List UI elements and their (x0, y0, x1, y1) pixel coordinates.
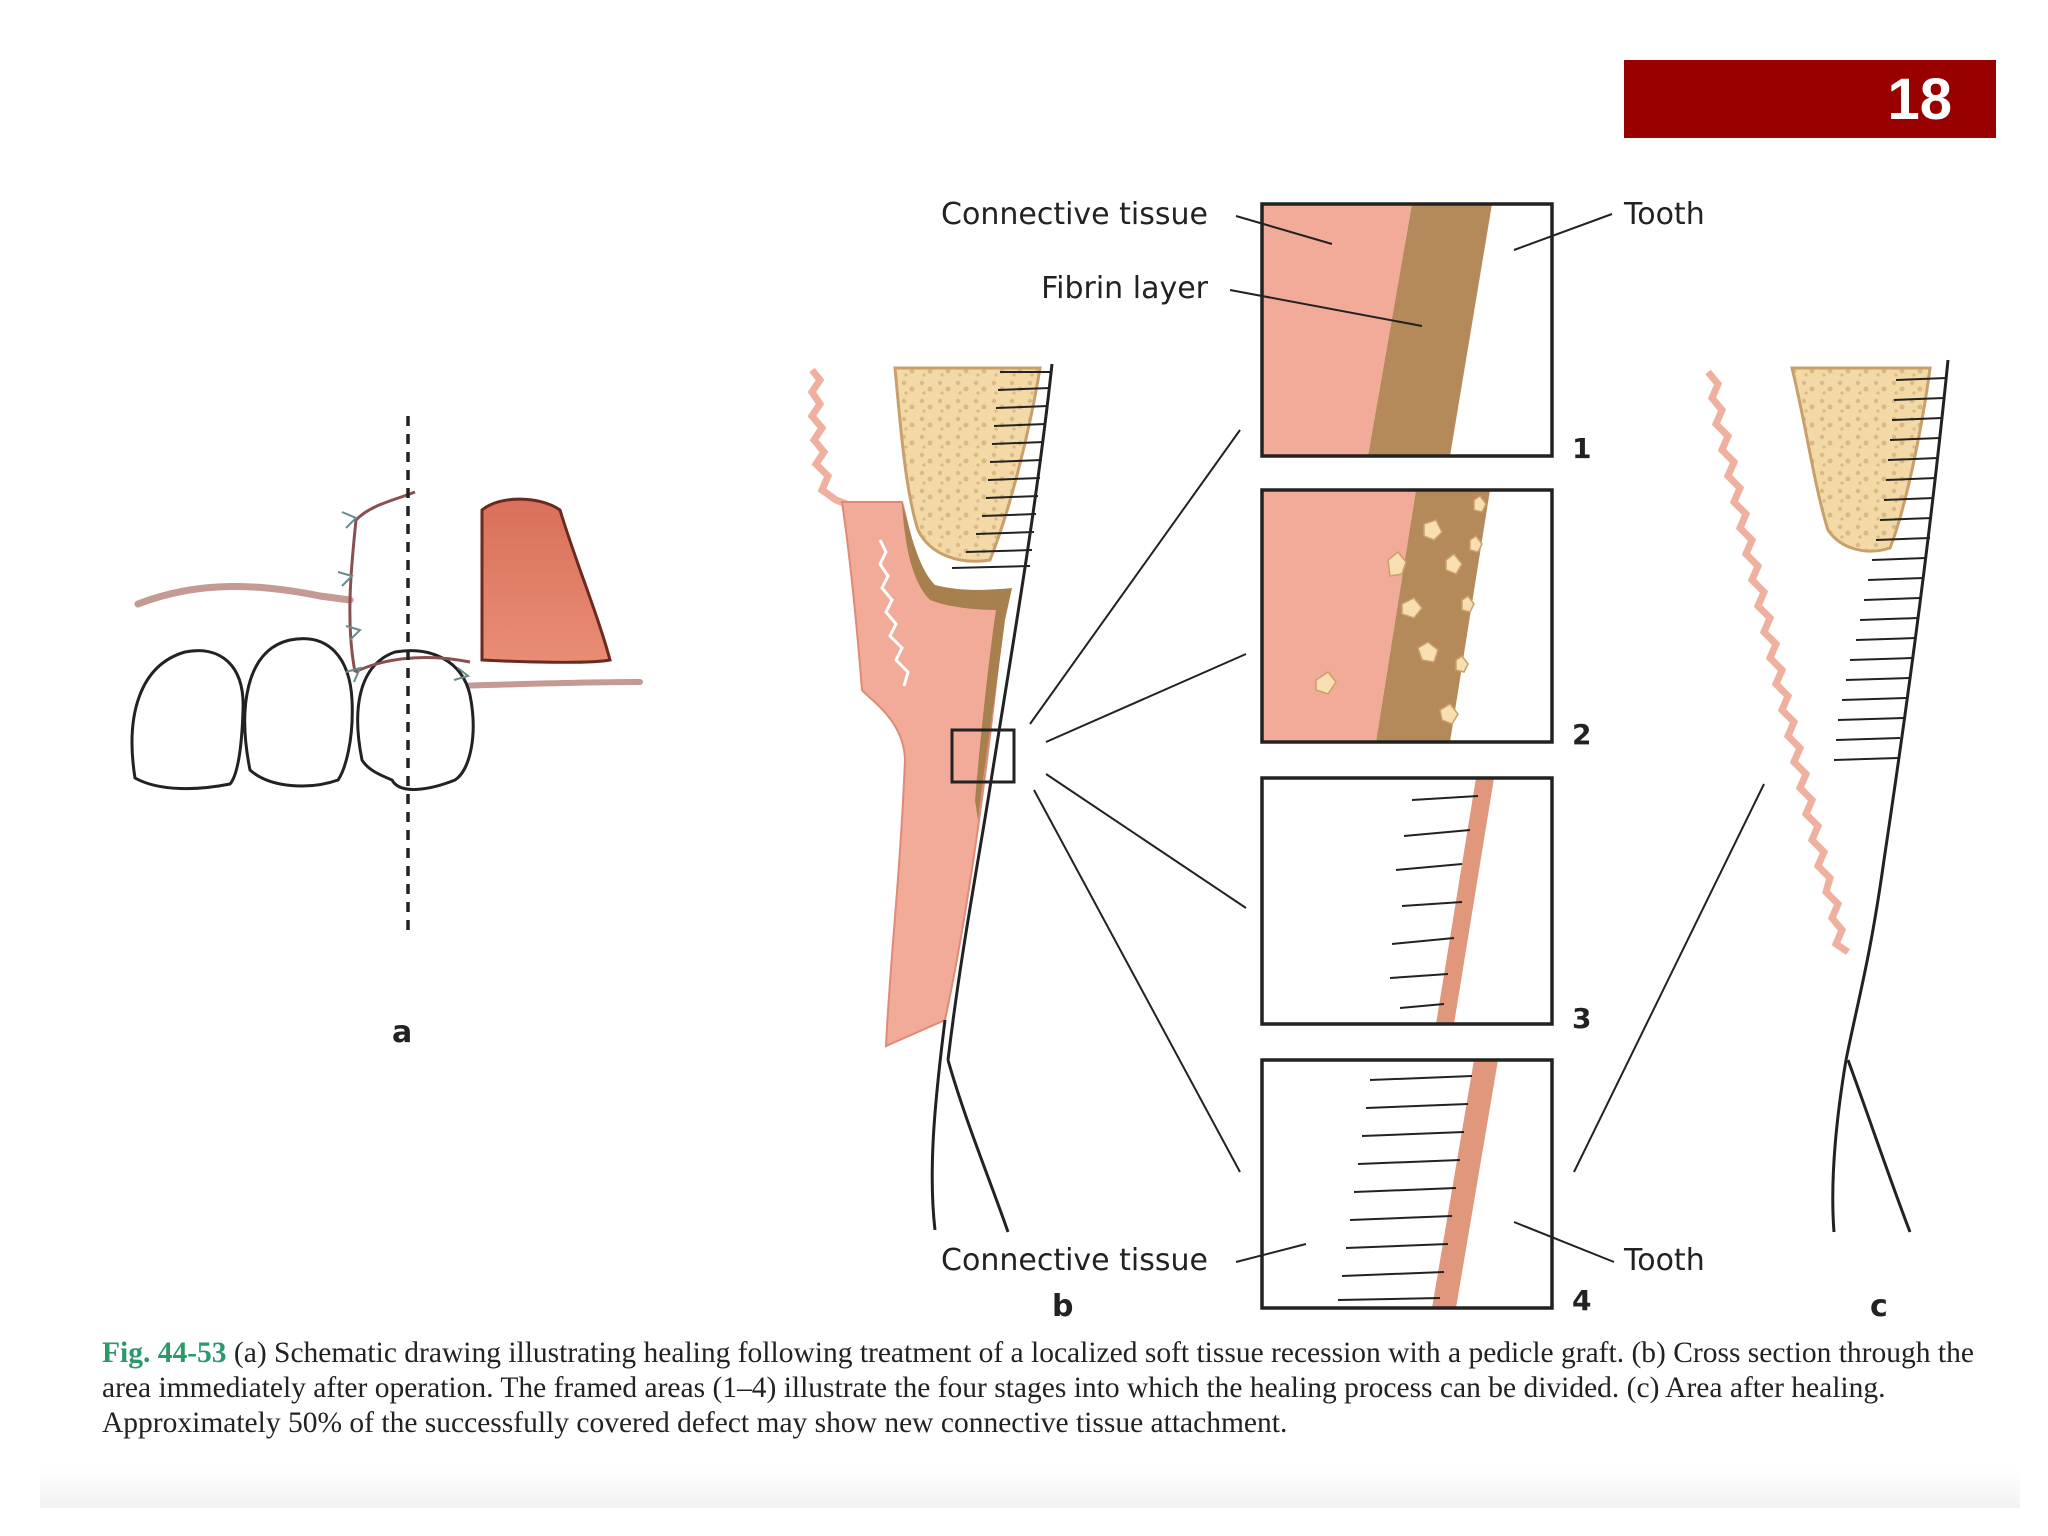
label-connective-tissue-bottom: Connective tissue (941, 1243, 1208, 1278)
slide-number-badge: 18 (1624, 60, 1996, 138)
stage-number-4: 4 (1572, 1284, 1591, 1317)
stage-number-3: 3 (1572, 1002, 1591, 1035)
panel-letter-b: b (1052, 1289, 1073, 1324)
stage-2-box (1260, 488, 1554, 744)
slide-number: 18 (1887, 66, 1952, 132)
figure-reference: Fig. 44-53 (102, 1337, 227, 1369)
caption-text: (a) Schematic drawing illustrating heali… (102, 1337, 1974, 1439)
figure-caption: Fig. 44-53 (a) Schematic drawing illustr… (102, 1336, 1982, 1441)
stage-number-2: 2 (1572, 718, 1591, 751)
label-tooth-top: Tooth (1623, 197, 1705, 232)
label-tooth-bottom: Tooth (1623, 1243, 1705, 1278)
panel-a-teeth-drawing (130, 416, 643, 934)
panel-letter-a: a (392, 1015, 412, 1050)
stage-number-1: 1 (1572, 432, 1591, 465)
panel-c-after-healing (1573, 359, 1950, 1233)
panel-letter-c: c (1870, 1289, 1888, 1324)
stage-4-box (1260, 1058, 1554, 1310)
stage-1-box (1260, 202, 1554, 458)
bottom-shadow (40, 1468, 2020, 1508)
label-fibrin-layer: Fibrin layer (1041, 271, 1209, 306)
panel-b-cross-section (807, 363, 1247, 1233)
stage-3-box (1260, 776, 1554, 1026)
label-connective-tissue-top: Connective tissue (941, 197, 1208, 232)
